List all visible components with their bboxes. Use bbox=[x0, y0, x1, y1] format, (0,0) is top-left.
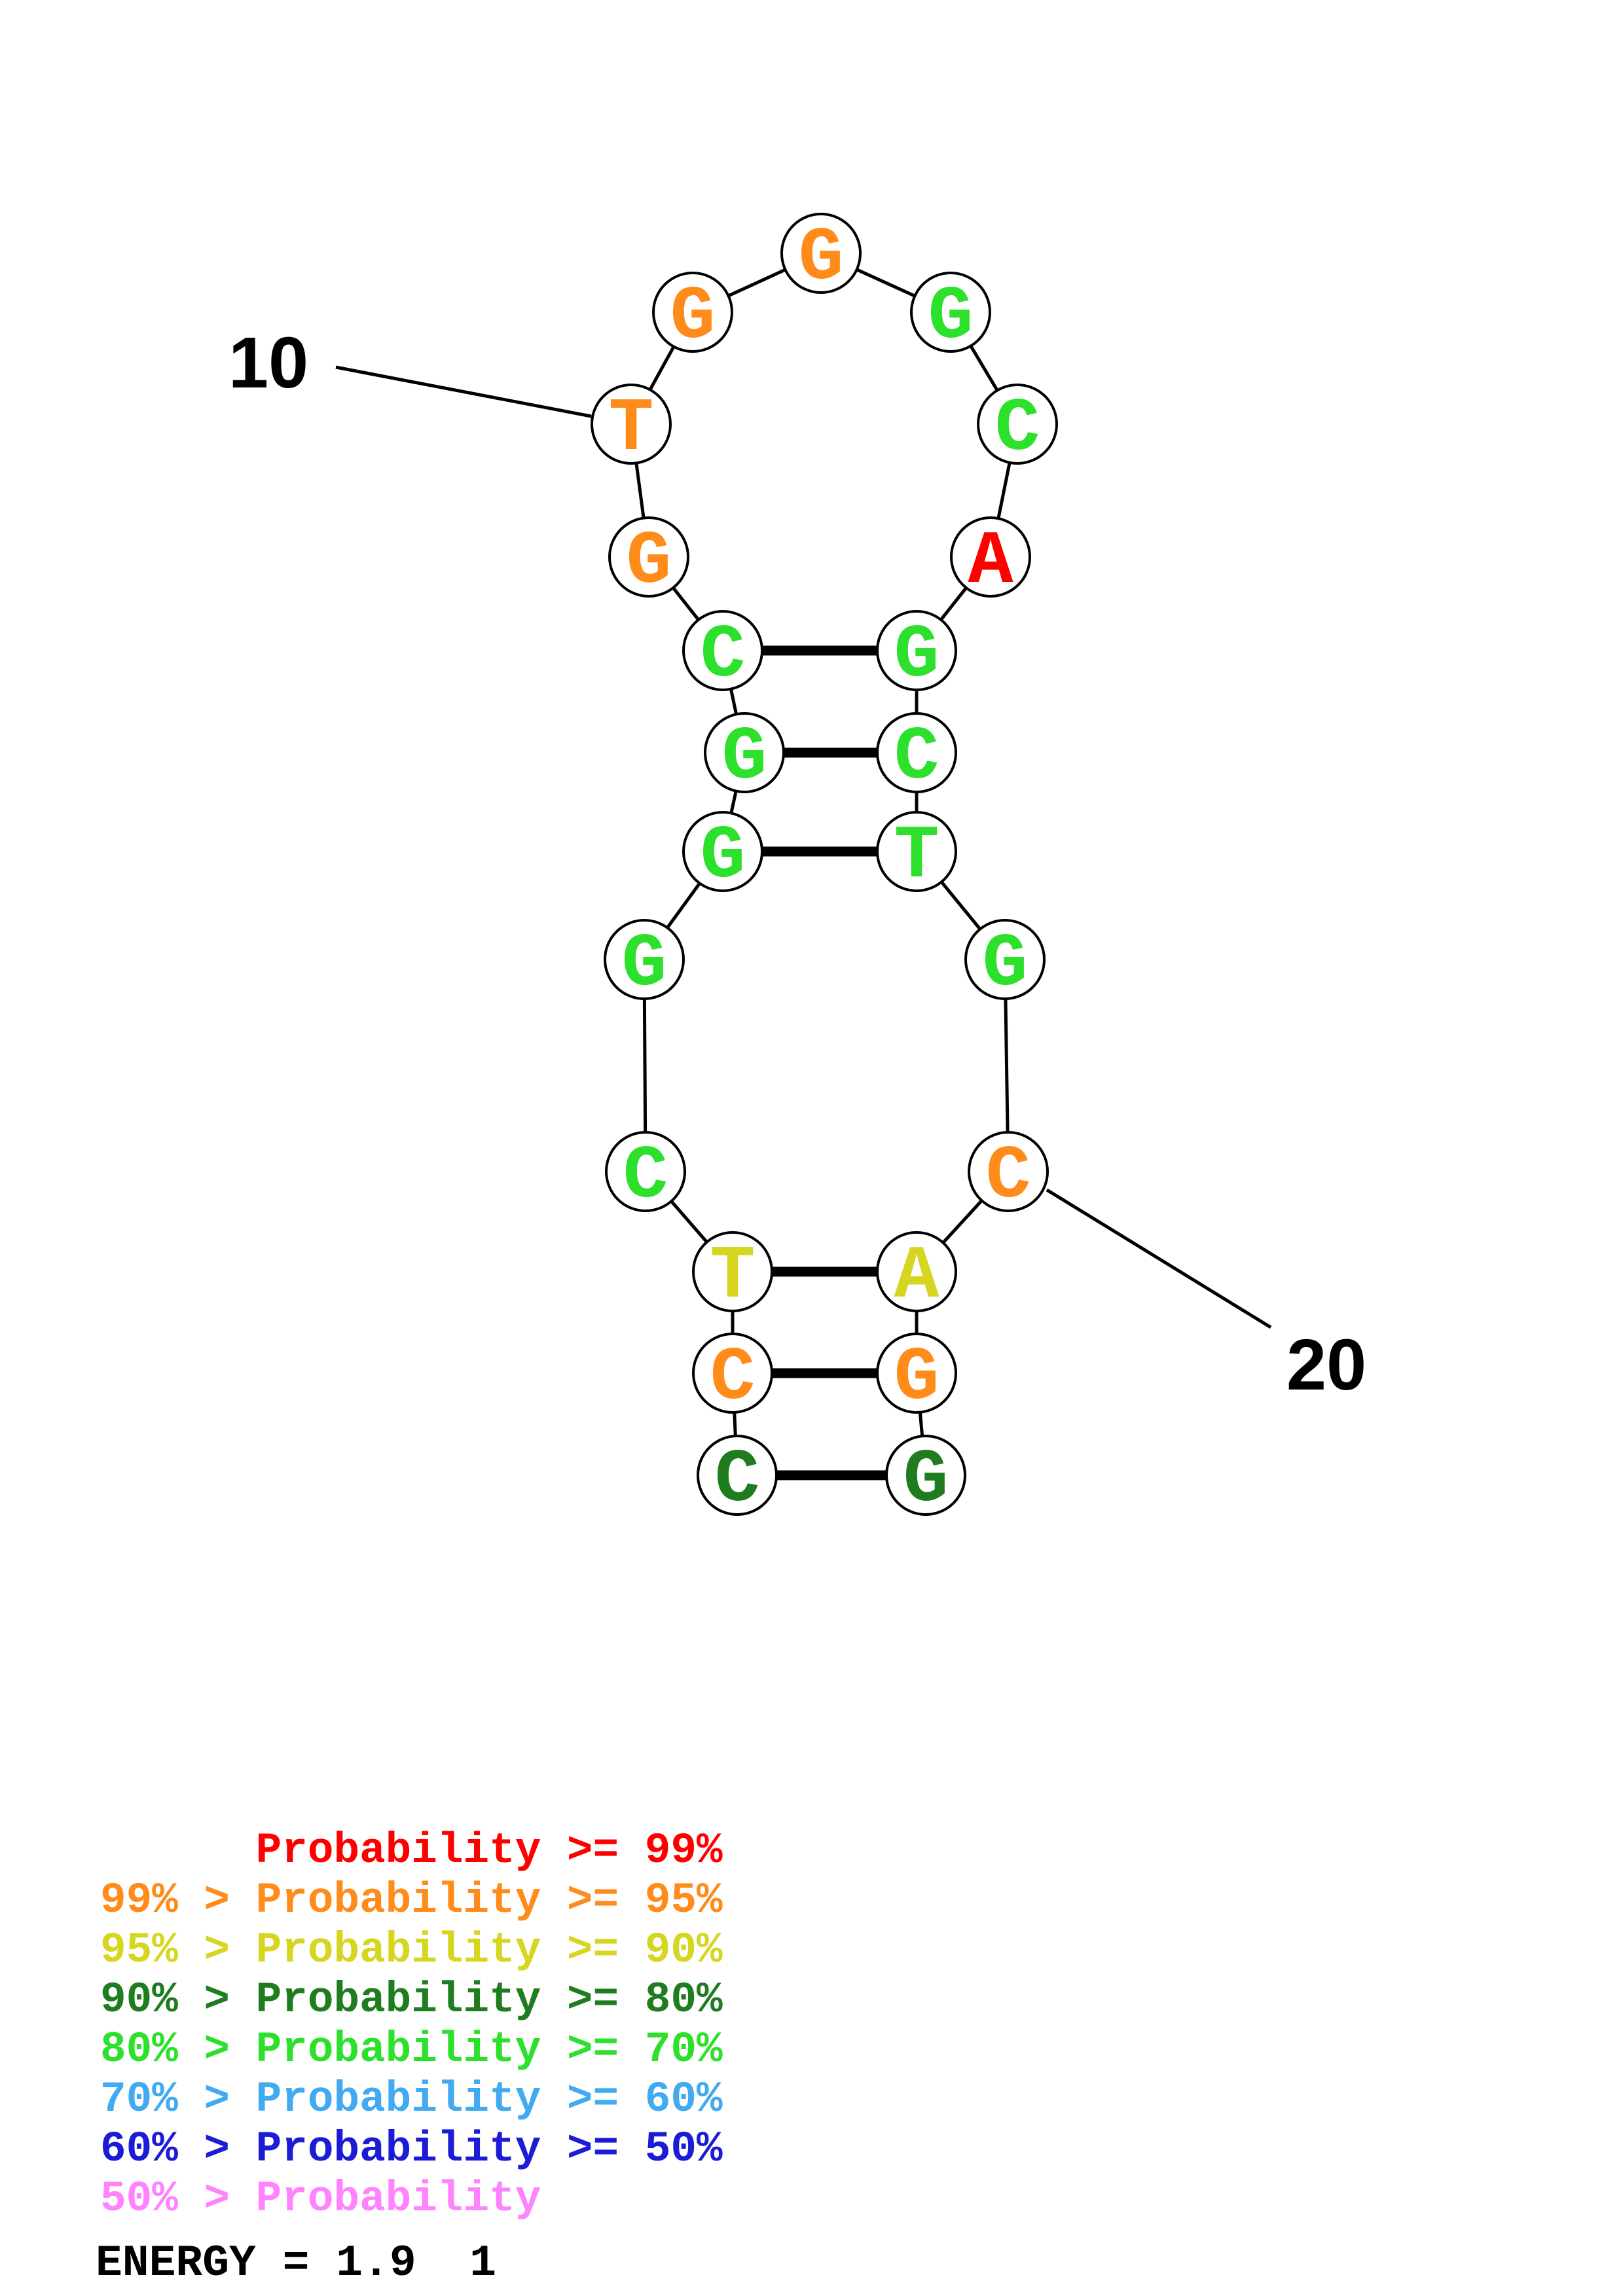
nucleotide-6: G bbox=[682, 811, 763, 899]
nucleotide-circle bbox=[682, 610, 763, 691]
legend-entry: 50% > Probability bbox=[100, 2174, 541, 2223]
nucleotide-circle bbox=[876, 1231, 957, 1312]
nucleotide-letter: G bbox=[721, 715, 767, 800]
nucleotide-letter: G bbox=[700, 814, 745, 899]
nucleotide-letter: C bbox=[894, 715, 939, 800]
nucleotide-3: T bbox=[692, 1231, 773, 1319]
nucleotide-circle bbox=[780, 213, 862, 294]
nucleotide-16: G bbox=[876, 610, 957, 698]
nucleotide-circle bbox=[608, 516, 689, 598]
nucleotide-letter: C bbox=[985, 1134, 1030, 1219]
nucleotide-circle bbox=[876, 811, 957, 892]
nucleotide-14: C bbox=[977, 384, 1058, 472]
nucleotide-9: G bbox=[608, 516, 689, 605]
nucleotide-letter: G bbox=[928, 274, 973, 360]
sequence-index-label: 10 bbox=[228, 323, 308, 403]
nucleotide-letter: C bbox=[700, 613, 745, 698]
nucleotide-circle bbox=[682, 811, 763, 892]
nucleotide-15: A bbox=[950, 516, 1031, 605]
legend-entry: Probability >= 99% bbox=[100, 1826, 723, 1875]
nucleotide-letter: G bbox=[670, 274, 715, 360]
legend-entry: 80% > Probability >= 70% bbox=[100, 2025, 723, 2074]
legend-entry: 99% > Probability >= 95% bbox=[100, 1876, 723, 1925]
nucleotide-21: A bbox=[876, 1231, 957, 1319]
legend-entry: 60% > Probability >= 50% bbox=[100, 2125, 723, 2174]
nucleotide-circle bbox=[591, 384, 672, 465]
nucleotide-1: C bbox=[697, 1435, 778, 1523]
nucleotide-circle bbox=[876, 712, 957, 793]
legend-entry: 95% > Probability >= 90% bbox=[100, 1926, 723, 1975]
nucleotide-letter: G bbox=[903, 1437, 948, 1523]
nucleotide-circle bbox=[692, 1333, 773, 1414]
nucleotide-circle bbox=[876, 1333, 957, 1414]
sequence-index-label: 20 bbox=[1286, 1325, 1366, 1405]
legend-entry: 70% > Probability >= 60% bbox=[100, 2075, 723, 2124]
nucleotide-22: G bbox=[876, 1333, 957, 1421]
nucleotide-circle bbox=[652, 272, 733, 353]
nucleotide-letter: T bbox=[608, 386, 653, 472]
nucleotide-13: G bbox=[910, 272, 991, 360]
nucleotide-7: G bbox=[704, 712, 785, 800]
nucleotide-letter: A bbox=[894, 1234, 939, 1319]
nucleotide-letter: G bbox=[798, 215, 843, 301]
index-leader-line bbox=[1046, 1188, 1272, 1329]
nucleotide-18: T bbox=[876, 811, 957, 899]
nucleotide-circle bbox=[876, 610, 957, 691]
nucleotide-circle bbox=[977, 384, 1058, 465]
nucleotide-letter: C bbox=[710, 1335, 755, 1421]
nucleotide-4: C bbox=[605, 1131, 686, 1219]
nucleotide-circle bbox=[704, 712, 785, 793]
nucleotide-circle bbox=[885, 1435, 966, 1516]
nucleotide-17: C bbox=[876, 712, 957, 800]
nucleotide-letter: T bbox=[710, 1234, 755, 1319]
nucleotide-circle bbox=[968, 1131, 1049, 1212]
legend-entry: 90% > Probability >= 80% bbox=[100, 1975, 723, 2024]
nucleotide-circle bbox=[950, 516, 1031, 598]
nucleotide-12: G bbox=[780, 213, 862, 301]
nucleotide-letter: C bbox=[714, 1437, 759, 1523]
nucleotide-circle bbox=[910, 272, 991, 353]
nucleotide-2: C bbox=[692, 1333, 773, 1421]
probability-legend: Probability >= 99%99% > Probability >= 9… bbox=[100, 1826, 723, 2224]
nucleotide-circle bbox=[697, 1435, 778, 1516]
nucleotide-10: T bbox=[591, 384, 672, 472]
nucleotide-circle bbox=[964, 919, 1046, 1000]
nucleotide-circle bbox=[692, 1231, 773, 1312]
index-leader-line bbox=[335, 365, 592, 418]
nucleotide-8: C bbox=[682, 610, 763, 698]
nucleotide-19: G bbox=[964, 919, 1046, 1007]
nucleotide-20: C bbox=[968, 1131, 1049, 1219]
nucleotide-letter: C bbox=[623, 1134, 668, 1219]
nucleotide-5: G bbox=[604, 919, 685, 1007]
nucleotide-letter: G bbox=[894, 613, 939, 698]
nucleotide-letter: G bbox=[982, 922, 1027, 1007]
nucleotide-circle bbox=[605, 1131, 686, 1212]
nucleotide-letter: G bbox=[626, 519, 671, 605]
nucleotide-letter: C bbox=[994, 386, 1040, 472]
nucleotide-letter: A bbox=[968, 519, 1013, 605]
nucleotide-letter: T bbox=[894, 814, 939, 899]
nucleotide-letter: G bbox=[894, 1335, 939, 1421]
nucleotide-circle bbox=[604, 919, 685, 1000]
nucleotide-23: G bbox=[885, 1435, 966, 1523]
nucleotide-11: G bbox=[652, 272, 733, 360]
nucleotide-letter: G bbox=[621, 922, 666, 1007]
energy-label: ENERGY = 1.9 1 bbox=[96, 2238, 497, 2289]
